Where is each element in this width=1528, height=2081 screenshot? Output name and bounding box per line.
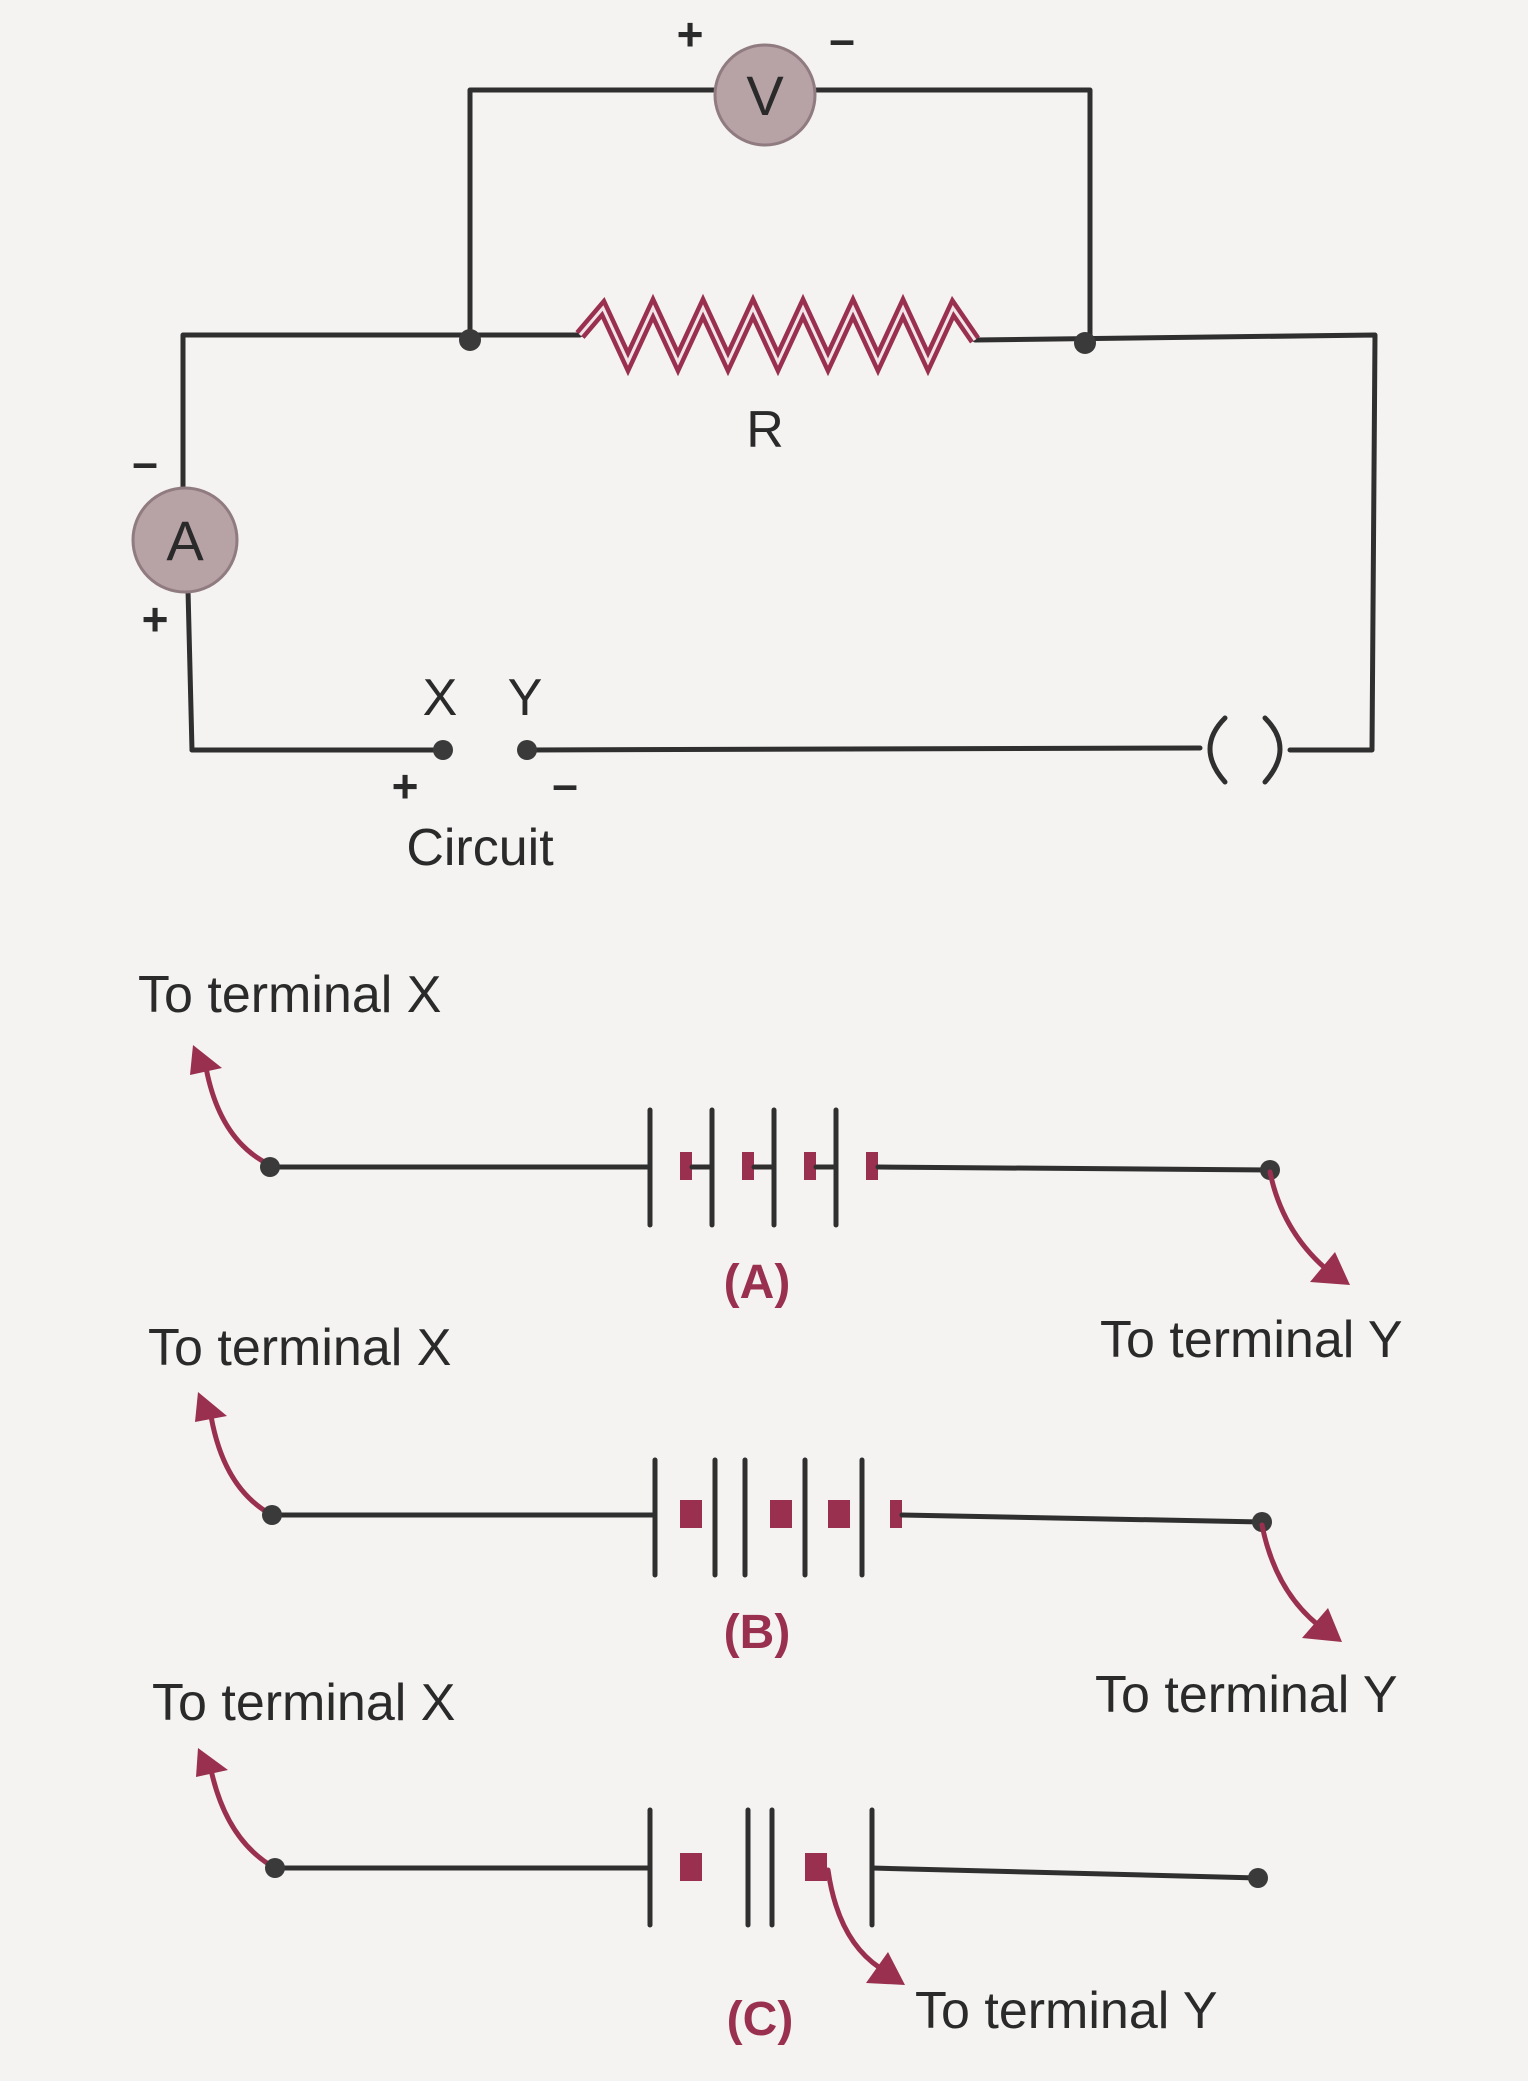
- ammeter-minus: –: [132, 436, 158, 488]
- arrangement-a-neg-plate-1: [680, 1152, 692, 1180]
- arrangement-b-arrow-y-head: [1302, 1608, 1342, 1642]
- arrangement-a-arrow-y: [1267, 1169, 1328, 1271]
- arrangement-b-caption: (B): [724, 1606, 791, 1659]
- arrangement-b-neg-plate-2: [770, 1500, 792, 1528]
- terminal-x-plus: +: [392, 760, 419, 812]
- arrangement-c: To terminal X (C) To terminal Y: [152, 1674, 1268, 2046]
- arrangement-a-neg-plate-3: [804, 1152, 816, 1180]
- arrangement-c-to-x-label: To terminal X: [152, 1674, 455, 1732]
- arrangement-c-right-end: [1248, 1868, 1268, 1888]
- terminal-y-label: Y: [508, 669, 543, 727]
- arrangement-a-neg-plate-2: [742, 1152, 754, 1180]
- arrangement-c-arrow-x: [207, 1762, 278, 1871]
- arrangement-c-arrow-x-head: [196, 1748, 228, 1777]
- terminal-y-minus: –: [552, 758, 578, 810]
- arrangement-c-neg-plate-2: [805, 1853, 827, 1881]
- arrangement-a-left-end: [260, 1157, 280, 1177]
- arrangement-a-right-wire: [875, 1164, 1273, 1173]
- ammeter-label: A: [166, 509, 204, 572]
- top-right-wire: [972, 332, 1378, 753]
- voltmeter-branch-wire-right: [809, 87, 1093, 348]
- ammeter: A – +: [131, 436, 239, 645]
- plug-key-left: [1207, 715, 1228, 785]
- arrangement-a-to-y-label: To terminal Y: [1100, 1311, 1403, 1369]
- arrangement-a-caption: (A): [724, 1256, 791, 1309]
- arrangement-b-arrow-x-head: [195, 1392, 227, 1422]
- arrangement-a-arrow-x-head: [190, 1045, 222, 1075]
- terminal-x-node: [433, 740, 453, 760]
- top-left-wire: [180, 332, 583, 508]
- voltmeter-branch-wire: [467, 87, 721, 343]
- arrangement-c-caption: (C): [727, 1993, 794, 2046]
- arrangement-a-to-x-label: To terminal X: [138, 966, 441, 1024]
- junction-node-right: [1074, 332, 1096, 354]
- resistor-label: R: [746, 401, 784, 459]
- junction-node-left: [459, 329, 481, 351]
- arrangement-a-neg-plate-4: [866, 1152, 878, 1180]
- terminal-y-node: [517, 740, 537, 760]
- voltmeter-label: V: [746, 64, 784, 127]
- arrangement-a: To terminal X (A) To terminal Y: [138, 966, 1403, 1369]
- voltmeter-plus: +: [677, 8, 704, 60]
- arrangement-b-neg-plate-4: [890, 1500, 902, 1528]
- ammeter-lower-wire: [185, 587, 195, 753]
- arrangement-b: To terminal X (B) To terminal Y: [148, 1319, 1398, 1724]
- circuit-caption: Circuit: [406, 819, 554, 877]
- ammeter-circle: [131, 486, 239, 594]
- ammeter-plus: +: [142, 593, 169, 645]
- arrangement-b-right-end: [1252, 1512, 1272, 1532]
- voltmeter: V + –: [677, 8, 855, 147]
- terminal-x-label: X: [423, 669, 458, 727]
- resistor-highlight: [578, 304, 977, 366]
- plug-key: [1207, 715, 1283, 785]
- voltmeter-minus: –: [829, 13, 855, 65]
- bottom-right-wire: [527, 745, 1203, 753]
- arrangement-b-arrow-x: [207, 1407, 275, 1518]
- arrangement-b-arrow-y: [1259, 1522, 1321, 1628]
- arrangement-c-arrow-y-head: [866, 1952, 905, 1985]
- plug-key-right: [1262, 715, 1283, 785]
- main-circuit: V + – A – + R X Y + – Circuit: [131, 8, 1378, 877]
- arrangement-c-left-end: [265, 1858, 285, 1878]
- arrangement-a-arrow-x: [202, 1059, 273, 1168]
- arrangement-b-right-wire: [899, 1512, 1265, 1525]
- arrangement-b-left-end: [262, 1505, 282, 1525]
- arrangement-b-to-x-label: To terminal X: [148, 1319, 451, 1377]
- voltmeter-circle: [713, 43, 817, 147]
- arrangement-c-right-wire: [869, 1865, 1261, 1881]
- arrangement-b-neg-plate-3: [828, 1500, 850, 1528]
- arrangement-b-neg-plate-1: [680, 1500, 702, 1528]
- arrangement-c-arrow-y: [825, 1867, 883, 1971]
- arrangement-a-arrow-y-head: [1310, 1252, 1350, 1285]
- arrangement-c-neg-plate-1: [680, 1853, 702, 1881]
- arrangement-b-to-y-label: To terminal Y: [1095, 1666, 1398, 1724]
- arrangement-c-to-y-label: To terminal Y: [915, 1982, 1218, 2040]
